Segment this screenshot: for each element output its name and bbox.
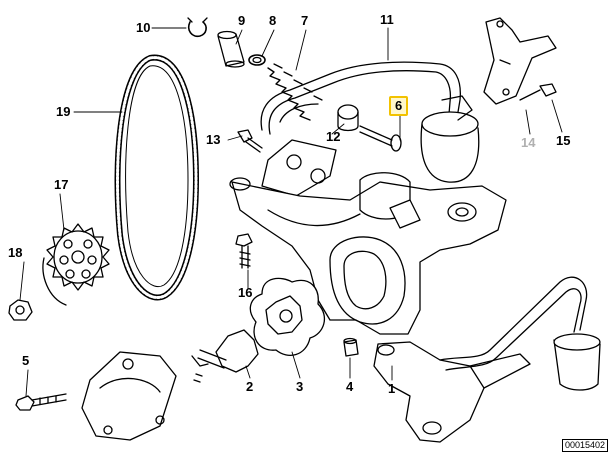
callout-16: 16 — [238, 285, 253, 300]
timing-chain — [114, 54, 199, 301]
pin — [337, 104, 359, 132]
callout-19: 19 — [56, 104, 71, 119]
screw-15 — [519, 83, 557, 101]
bracket — [483, 17, 557, 105]
callout-12: 12 — [326, 129, 341, 144]
screw-13 — [237, 129, 263, 153]
callout-9: 9 — [238, 13, 246, 28]
callout-17: 17 — [54, 177, 69, 192]
callout-13: 13 — [206, 132, 221, 147]
callout-10: 10 — [136, 20, 151, 35]
pressure-spring — [267, 63, 323, 121]
callout-1: 1 — [388, 381, 396, 396]
washer — [248, 54, 266, 66]
gasket-plate — [261, 139, 337, 197]
outer-rotor — [249, 277, 326, 356]
callout-5: 5 — [22, 353, 30, 368]
callout-2: 2 — [246, 379, 254, 394]
oil-pump-assembly — [373, 276, 601, 443]
callout-14: 14 — [521, 135, 536, 150]
hex-nut — [8, 299, 33, 321]
sprocket — [42, 223, 110, 306]
callout-18: 18 — [8, 245, 23, 260]
drive-shaft — [191, 329, 259, 383]
sleeve — [217, 30, 245, 68]
oil-pipe — [260, 61, 461, 135]
callout-15: 15 — [556, 133, 571, 148]
oil-filter-cup — [420, 95, 480, 183]
document-id: 00015402 — [561, 439, 608, 452]
circlip — [187, 17, 208, 38]
screw-16 — [235, 233, 253, 269]
spacer-with-rod — [359, 125, 402, 152]
callout-7: 7 — [301, 13, 309, 28]
screw-5 — [15, 393, 67, 411]
callout-6-highlighted: 6 — [389, 96, 409, 116]
pump-housing — [229, 172, 507, 335]
leader-lines — [19, 27, 563, 397]
pump-cover — [81, 351, 177, 441]
callout-8: 8 — [269, 13, 277, 28]
callout-11: 11 — [380, 12, 394, 27]
dowel-pin — [343, 337, 359, 357]
callout-4: 4 — [346, 379, 354, 394]
callout-3: 3 — [296, 379, 304, 394]
